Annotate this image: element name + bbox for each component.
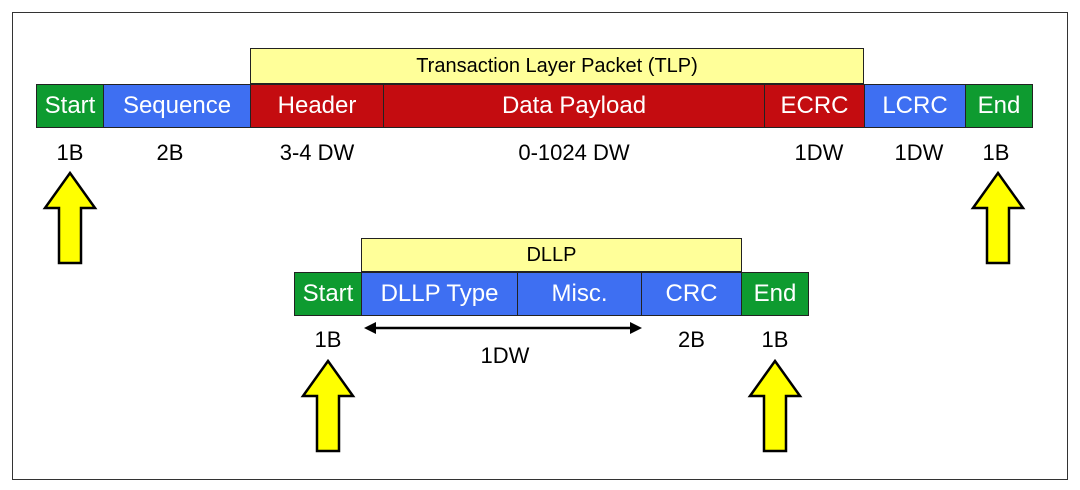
tlp-ecrc-field: ECRC bbox=[764, 84, 865, 128]
dllp-span-arrow-icon bbox=[362, 318, 644, 338]
dllp-start-size: 1B bbox=[314, 327, 342, 352]
tlp-end-size: 1B bbox=[982, 140, 1010, 165]
tlp-header-size: 3-4 DW bbox=[279, 140, 355, 165]
tlp-sequence-field: Sequence bbox=[103, 84, 251, 128]
dllp-end-size: 1B bbox=[761, 327, 789, 352]
tlp-header-field: Header bbox=[250, 84, 384, 128]
dllp-start-field: Start bbox=[294, 272, 362, 316]
tlp-payload-size: 0-1024 DW bbox=[518, 140, 630, 165]
tlp-start-field: Start bbox=[36, 84, 104, 128]
dllp-start-arrow-icon bbox=[300, 358, 356, 454]
tlp-lcrc-size: 1DW bbox=[894, 140, 944, 165]
tlp-start-arrow-icon bbox=[42, 170, 98, 266]
tlp-sequence-size: 2B bbox=[156, 140, 184, 165]
dllp-crc-size: 2B bbox=[678, 327, 705, 352]
tlp-ecrc-size: 1DW bbox=[794, 140, 844, 165]
tlp-lcrc-field: LCRC bbox=[864, 84, 966, 128]
tlp-banner: Transaction Layer Packet (TLP) bbox=[250, 48, 864, 84]
dllp-crc-field: CRC bbox=[641, 272, 742, 316]
dllp-end-arrow-icon bbox=[747, 358, 803, 454]
dllp-misc-field: Misc. bbox=[517, 272, 642, 316]
tlp-end-field: End bbox=[965, 84, 1033, 128]
dllp-span-size: 1DW bbox=[480, 343, 530, 368]
tlp-start-size: 1B bbox=[56, 140, 84, 165]
tlp-end-arrow-icon bbox=[970, 170, 1026, 266]
tlp-payload-field: Data Payload bbox=[383, 84, 765, 128]
dllp-type-field: DLLP Type bbox=[361, 272, 518, 316]
dllp-banner: DLLP bbox=[361, 238, 742, 272]
dllp-end-field: End bbox=[741, 272, 809, 316]
